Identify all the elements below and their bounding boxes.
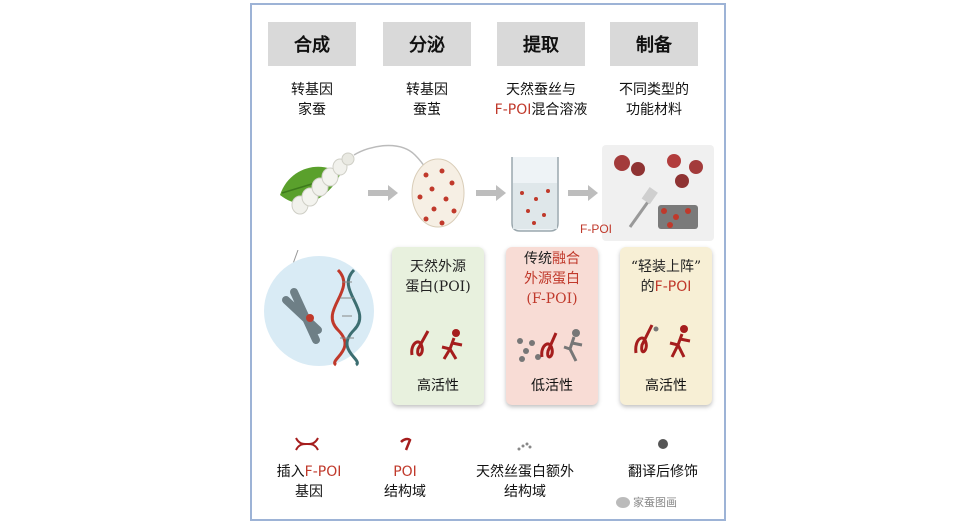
watermark: 家蚕图画	[616, 494, 677, 510]
functional-materials-icon	[602, 145, 714, 241]
panel-activity-high: 高活性	[417, 378, 459, 394]
panel-natural-poi: 天然外源 蛋白(POI) 高活性	[392, 247, 484, 405]
fusion-protein-icon	[517, 329, 583, 362]
silk-domain-icon	[517, 442, 532, 451]
legend-ptm: 翻译后修饰	[628, 464, 698, 480]
legend-silk-domain: 天然丝蛋白额外 结构域	[476, 464, 574, 500]
stage-synthesis: 合成	[268, 22, 356, 66]
beaker-icon	[511, 157, 559, 232]
chromosome-icon	[282, 288, 322, 344]
dna-insert-icon	[295, 437, 319, 451]
cocoon-icon	[411, 158, 465, 228]
protein-runner-icon	[410, 329, 463, 360]
legend-insert-gene: 插入F-POI 基因	[276, 464, 342, 500]
poi-domain-icon	[400, 437, 412, 451]
dna-chromosome-illustration	[264, 250, 374, 367]
panel-activity-low: 低活性	[531, 378, 573, 394]
stage-preparation: 制备	[610, 22, 698, 66]
desc-mixed-solution: 天然蚕丝与 F-POI混合溶液	[494, 82, 588, 118]
wechat-icon	[616, 496, 630, 508]
dna-helix-icon	[330, 268, 362, 367]
process-illustration	[280, 144, 714, 241]
panel-lightweight-fpoi: “轻装上阵” 的F-POI 高活性	[620, 247, 712, 405]
legend-poi-domain: POI 结构域	[384, 464, 426, 500]
protein-runner-icon	[634, 324, 691, 358]
ptm-dot-icon	[658, 439, 668, 449]
stage-secretion: 分泌	[383, 22, 471, 66]
desc-functional-materials: 不同类型的功能材料	[619, 82, 689, 118]
stage-extraction: 提取	[497, 22, 585, 66]
arrow-icon	[568, 185, 598, 201]
desc-transgenic-silkworm: 转基因家蚕	[291, 82, 333, 118]
arrow-icon	[476, 185, 506, 201]
panel-activity-high: 高活性	[645, 378, 687, 394]
arrow-icon	[368, 185, 398, 201]
desc-transgenic-cocoon: 转基因蚕茧	[406, 82, 448, 118]
panel-fusion-fpoi: 传统融合 外源蛋白 (F-POI) 低活性	[506, 247, 598, 405]
silkworm-icon	[291, 152, 355, 215]
fpoi-pointer-label: F-POI	[580, 222, 612, 236]
